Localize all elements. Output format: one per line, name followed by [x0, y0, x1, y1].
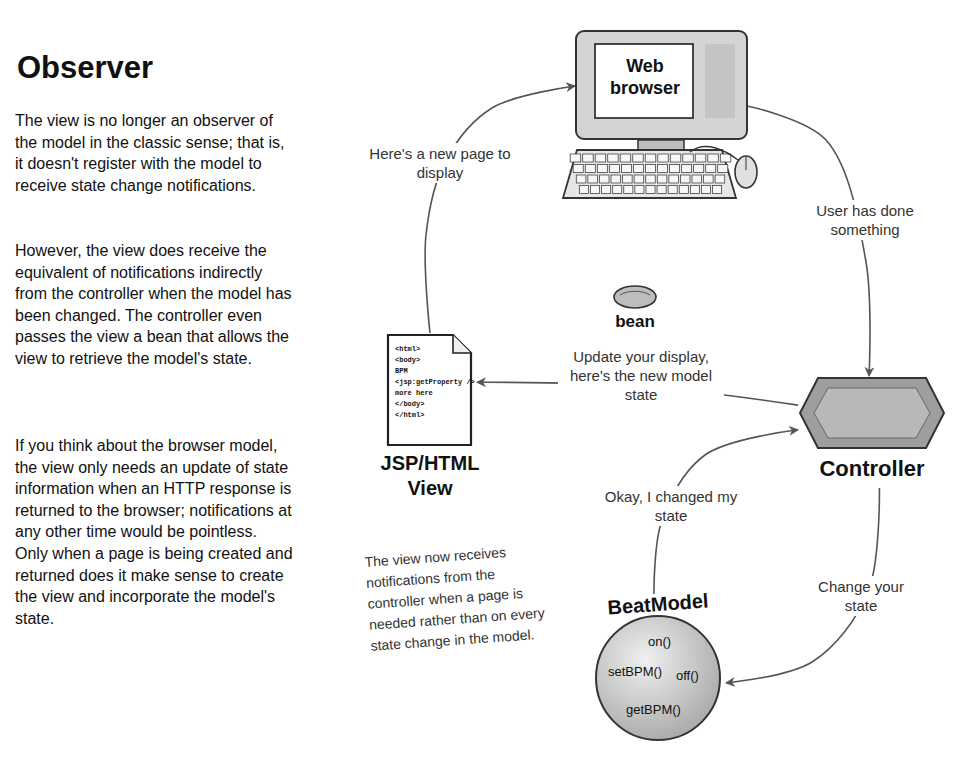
keyboard-key	[670, 165, 680, 173]
keyboard-key	[646, 186, 655, 194]
flow-arrow	[425, 86, 575, 333]
keyboard-key	[668, 186, 677, 194]
bean-icon: bean	[600, 284, 670, 336]
body-paragraph: The view is no longer an observer of the…	[15, 110, 293, 196]
keyboard-key	[599, 175, 609, 183]
keyboard-key	[646, 175, 656, 183]
model-title: BeatModel	[595, 589, 720, 621]
method-name: getBPM()	[626, 702, 686, 717]
method-name: on()	[648, 634, 688, 649]
body-paragraph: If you think about the browser model, th…	[15, 435, 293, 629]
keyboard-key	[715, 175, 725, 183]
keyboard-key	[590, 186, 599, 194]
keyboard-key	[573, 165, 583, 173]
keyboard-key	[579, 186, 588, 194]
flow-arrow	[748, 106, 870, 376]
code-line: BPM	[395, 367, 475, 376]
keyboard-key	[585, 165, 595, 173]
controller: Controller	[798, 376, 946, 488]
keyboard-key	[621, 165, 631, 173]
keyboard-key	[645, 165, 655, 173]
keyboard-key	[658, 165, 668, 173]
keyboard-key	[713, 186, 722, 194]
method-name: off()	[676, 668, 716, 683]
edge-label: Change your state	[806, 576, 916, 616]
keyboard-key	[670, 154, 681, 162]
code-line: </body>	[395, 400, 475, 409]
keyboard-key	[588, 175, 598, 183]
keyboard-key	[669, 175, 679, 183]
keyboard-key	[718, 165, 728, 173]
monitor-stand	[638, 140, 684, 150]
controller-label: Controller	[798, 456, 946, 482]
beat-model: BeatModelon()setBPM()off()getBPM()	[590, 594, 726, 742]
keyboard-key	[692, 175, 702, 183]
keyboard-key	[658, 154, 669, 162]
keyboard-key	[608, 154, 619, 162]
mouse-drawing	[690, 147, 757, 188]
keyboard-key	[620, 154, 631, 162]
code-line: more here	[395, 389, 475, 398]
page-title: Observer	[17, 50, 277, 86]
keyboard-drawing	[563, 150, 736, 198]
keyboard-key	[570, 154, 581, 162]
keyboard-key	[613, 186, 622, 194]
keyboard-key	[682, 165, 692, 173]
handwritten-note: The view now receives notifications from…	[364, 539, 553, 656]
keyboard-key	[576, 175, 586, 183]
keyboard-key	[706, 165, 716, 173]
keyboard-key	[609, 165, 619, 173]
edge-label: User has done something	[806, 200, 924, 240]
body-paragraph: However, the view does receive the equiv…	[15, 240, 293, 370]
keyboard-key	[701, 186, 710, 194]
keyboard-key	[683, 154, 694, 162]
view-label: JSP/HTML View	[368, 451, 492, 501]
method-name: setBPM()	[608, 664, 668, 679]
edge-label: Okay, I changed my state	[598, 486, 744, 526]
keyboard-key	[695, 154, 706, 162]
keyboard-key	[690, 186, 699, 194]
keyboard-key	[694, 165, 704, 173]
browser-label: Web browser	[601, 55, 689, 99]
code-line: <jsp:getProperty />	[395, 378, 475, 387]
keyboard-key	[633, 165, 643, 173]
keyboard-key	[680, 175, 690, 183]
keyboard-key	[679, 186, 688, 194]
keyboard-key	[623, 175, 633, 183]
keyboard-key	[634, 175, 644, 183]
keyboard-key	[645, 154, 656, 162]
bean-label: bean	[600, 312, 670, 332]
keyboard-key	[633, 154, 644, 162]
keyboard-key	[657, 175, 667, 183]
edge-label: Update your display, here's the new mode…	[558, 346, 724, 405]
keyboard-key	[704, 175, 714, 183]
keyboard-key	[595, 154, 606, 162]
web-browser: Web browser	[575, 30, 748, 142]
edge-label: Here's a new page to display	[362, 143, 518, 183]
code-line: </html>	[395, 411, 475, 420]
keyboard-key	[597, 165, 607, 173]
keyboard-key	[657, 186, 666, 194]
code-line: <body>	[395, 356, 475, 365]
keyboard-key	[624, 186, 633, 194]
keyboard-key	[708, 154, 719, 162]
keyboard-key	[635, 186, 644, 194]
keyboard-key	[611, 175, 621, 183]
keyboard-key	[583, 154, 594, 162]
jsp-view: <html> <body> BPM <jsp:getProperty /> more h…	[383, 333, 477, 503]
code-line: <html>	[395, 345, 475, 354]
keyboard-key	[720, 154, 731, 162]
keyboard-key	[602, 186, 611, 194]
